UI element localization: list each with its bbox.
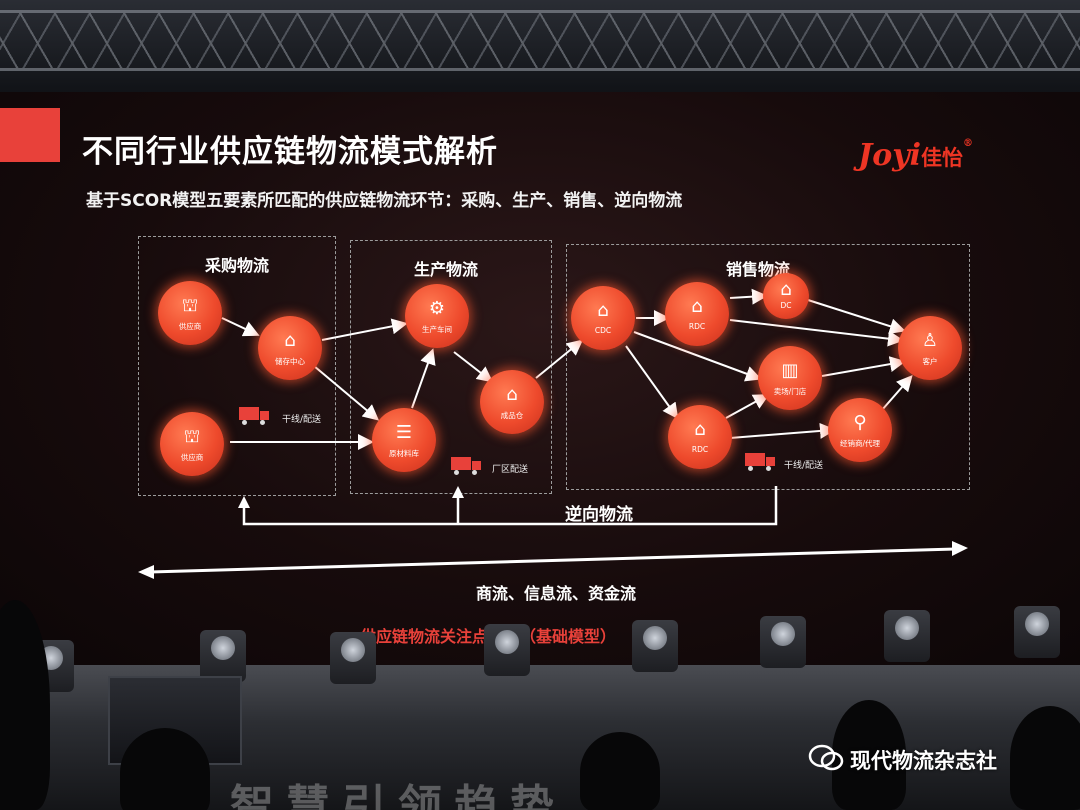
node-supplier-1: ⛫供应商 xyxy=(158,281,222,345)
trunk-delivery-right-label: 干线/配送 xyxy=(784,461,824,471)
joyi-logo: Joyi佳怡® xyxy=(858,138,973,173)
flows-double-arrow xyxy=(149,547,957,574)
node-finished-goods-warehouse: ⌂成品仓 xyxy=(480,370,544,434)
arrow-rdc-top-to-customer xyxy=(729,319,904,347)
publisher-watermark: 现代物流杂志社 xyxy=(850,749,997,773)
title-accent-block xyxy=(0,108,60,162)
factory-icon: ⛫ xyxy=(183,426,201,447)
person-icon: ♙ xyxy=(921,330,939,351)
logo-latin: Joyi xyxy=(858,138,922,173)
arrow-rdc-bottom-to-retail xyxy=(725,394,770,419)
stage-light xyxy=(1014,606,1060,658)
arrow-dc-to-customer xyxy=(807,299,906,334)
database-icon: ☰ xyxy=(395,422,413,443)
audience-head xyxy=(580,732,660,810)
stage-light xyxy=(884,610,930,662)
arrow-rdc-bottom-to-dealer xyxy=(729,422,836,439)
stage-light xyxy=(760,616,806,668)
arrow-dealer-to-customer xyxy=(881,374,913,411)
person-box-icon: ⚲ xyxy=(853,412,867,433)
stage-light xyxy=(200,630,246,682)
arrow-raw-to-workshop xyxy=(411,348,436,409)
sales-label: 销售物流 xyxy=(725,260,791,279)
reverse-bracket xyxy=(242,486,778,526)
stage-banner-text: 智慧引领趋势 xyxy=(230,781,566,810)
arrow-storage-to-raw xyxy=(313,365,380,421)
audience-head xyxy=(832,700,906,810)
arrow-rdc-top-to-dc xyxy=(729,288,768,305)
reverse-logistics-label: 逆向物流 xyxy=(565,505,633,525)
stage-light xyxy=(484,624,530,676)
arrow-retail-to-customer xyxy=(821,356,906,377)
node-raw-material-warehouse: ☰原材料库 xyxy=(372,408,436,472)
logo-chinese: 佳怡 xyxy=(921,146,964,170)
node-cdc: ⌂CDC xyxy=(571,286,635,350)
node-dealer: ⚲经销商/代理 xyxy=(828,398,892,462)
stage-truss xyxy=(0,0,1080,95)
node-rdc-top: ⌂RDC xyxy=(665,282,729,346)
node-customer: ♙客户 xyxy=(898,316,962,380)
node-production-workshop: ⚙生产车间 xyxy=(405,284,469,348)
truck-icon xyxy=(239,407,269,425)
warehouse-icon: ⌂ xyxy=(597,300,609,321)
warehouse-icon: ⌂ xyxy=(506,384,518,405)
gears-icon: ⚙ xyxy=(428,298,446,319)
node-storage-center: ⌂储存中心 xyxy=(258,316,322,380)
slide-subtitle: 基于SCOR模型五要素所匹配的供应链物流环节：采购、生产、销售、逆向物流 xyxy=(86,191,683,211)
logo-registered-mark: ® xyxy=(963,138,974,149)
procurement-label: 采购物流 xyxy=(204,256,270,275)
arrow-workshop-to-finished xyxy=(453,351,494,383)
arrow-storage-to-workshop xyxy=(321,318,408,341)
warehouse-icon: ⌂ xyxy=(694,419,706,440)
wechat-icon xyxy=(808,744,844,771)
trunk-delivery-left-label: 干线/配送 xyxy=(282,415,322,425)
factory-icon: ⛫ xyxy=(181,295,199,316)
warehouse-icon: ⌂ xyxy=(691,296,703,317)
arrow-supplier-to-storage xyxy=(221,317,260,337)
arrow-finished-to-cdc xyxy=(535,339,584,379)
store-icon: ▥ xyxy=(781,360,799,381)
arrow-cdc-to-rdc-bottom xyxy=(625,345,679,420)
node-supplier-2: ⛫供应商 xyxy=(160,412,224,476)
node-dc: ⌂DC xyxy=(763,273,809,319)
production-section-box xyxy=(350,240,552,494)
warehouse-icon: ⌂ xyxy=(284,330,296,351)
slide-title: 不同行业供应链物流模式解析 xyxy=(82,134,498,170)
truck-icon xyxy=(745,453,775,471)
stage-light xyxy=(632,620,678,672)
audience-head xyxy=(120,728,210,810)
node-retail-store: ▥卖场/门店 xyxy=(758,346,822,410)
truck-icon xyxy=(451,457,481,475)
warehouse-icon: ⌂ xyxy=(780,279,792,300)
audience-head xyxy=(1010,706,1080,810)
factory-delivery-label: 厂区配送 xyxy=(492,465,529,475)
flows-label: 商流、信息流、资金流 xyxy=(476,584,637,603)
procurement-section-box xyxy=(138,236,336,496)
sales-section-box xyxy=(566,244,970,490)
stage-light xyxy=(330,632,376,684)
production-label: 生产物流 xyxy=(413,260,479,279)
node-rdc-bottom: ⌂RDC xyxy=(668,405,732,469)
arrow-cdc-to-retail xyxy=(633,331,762,382)
